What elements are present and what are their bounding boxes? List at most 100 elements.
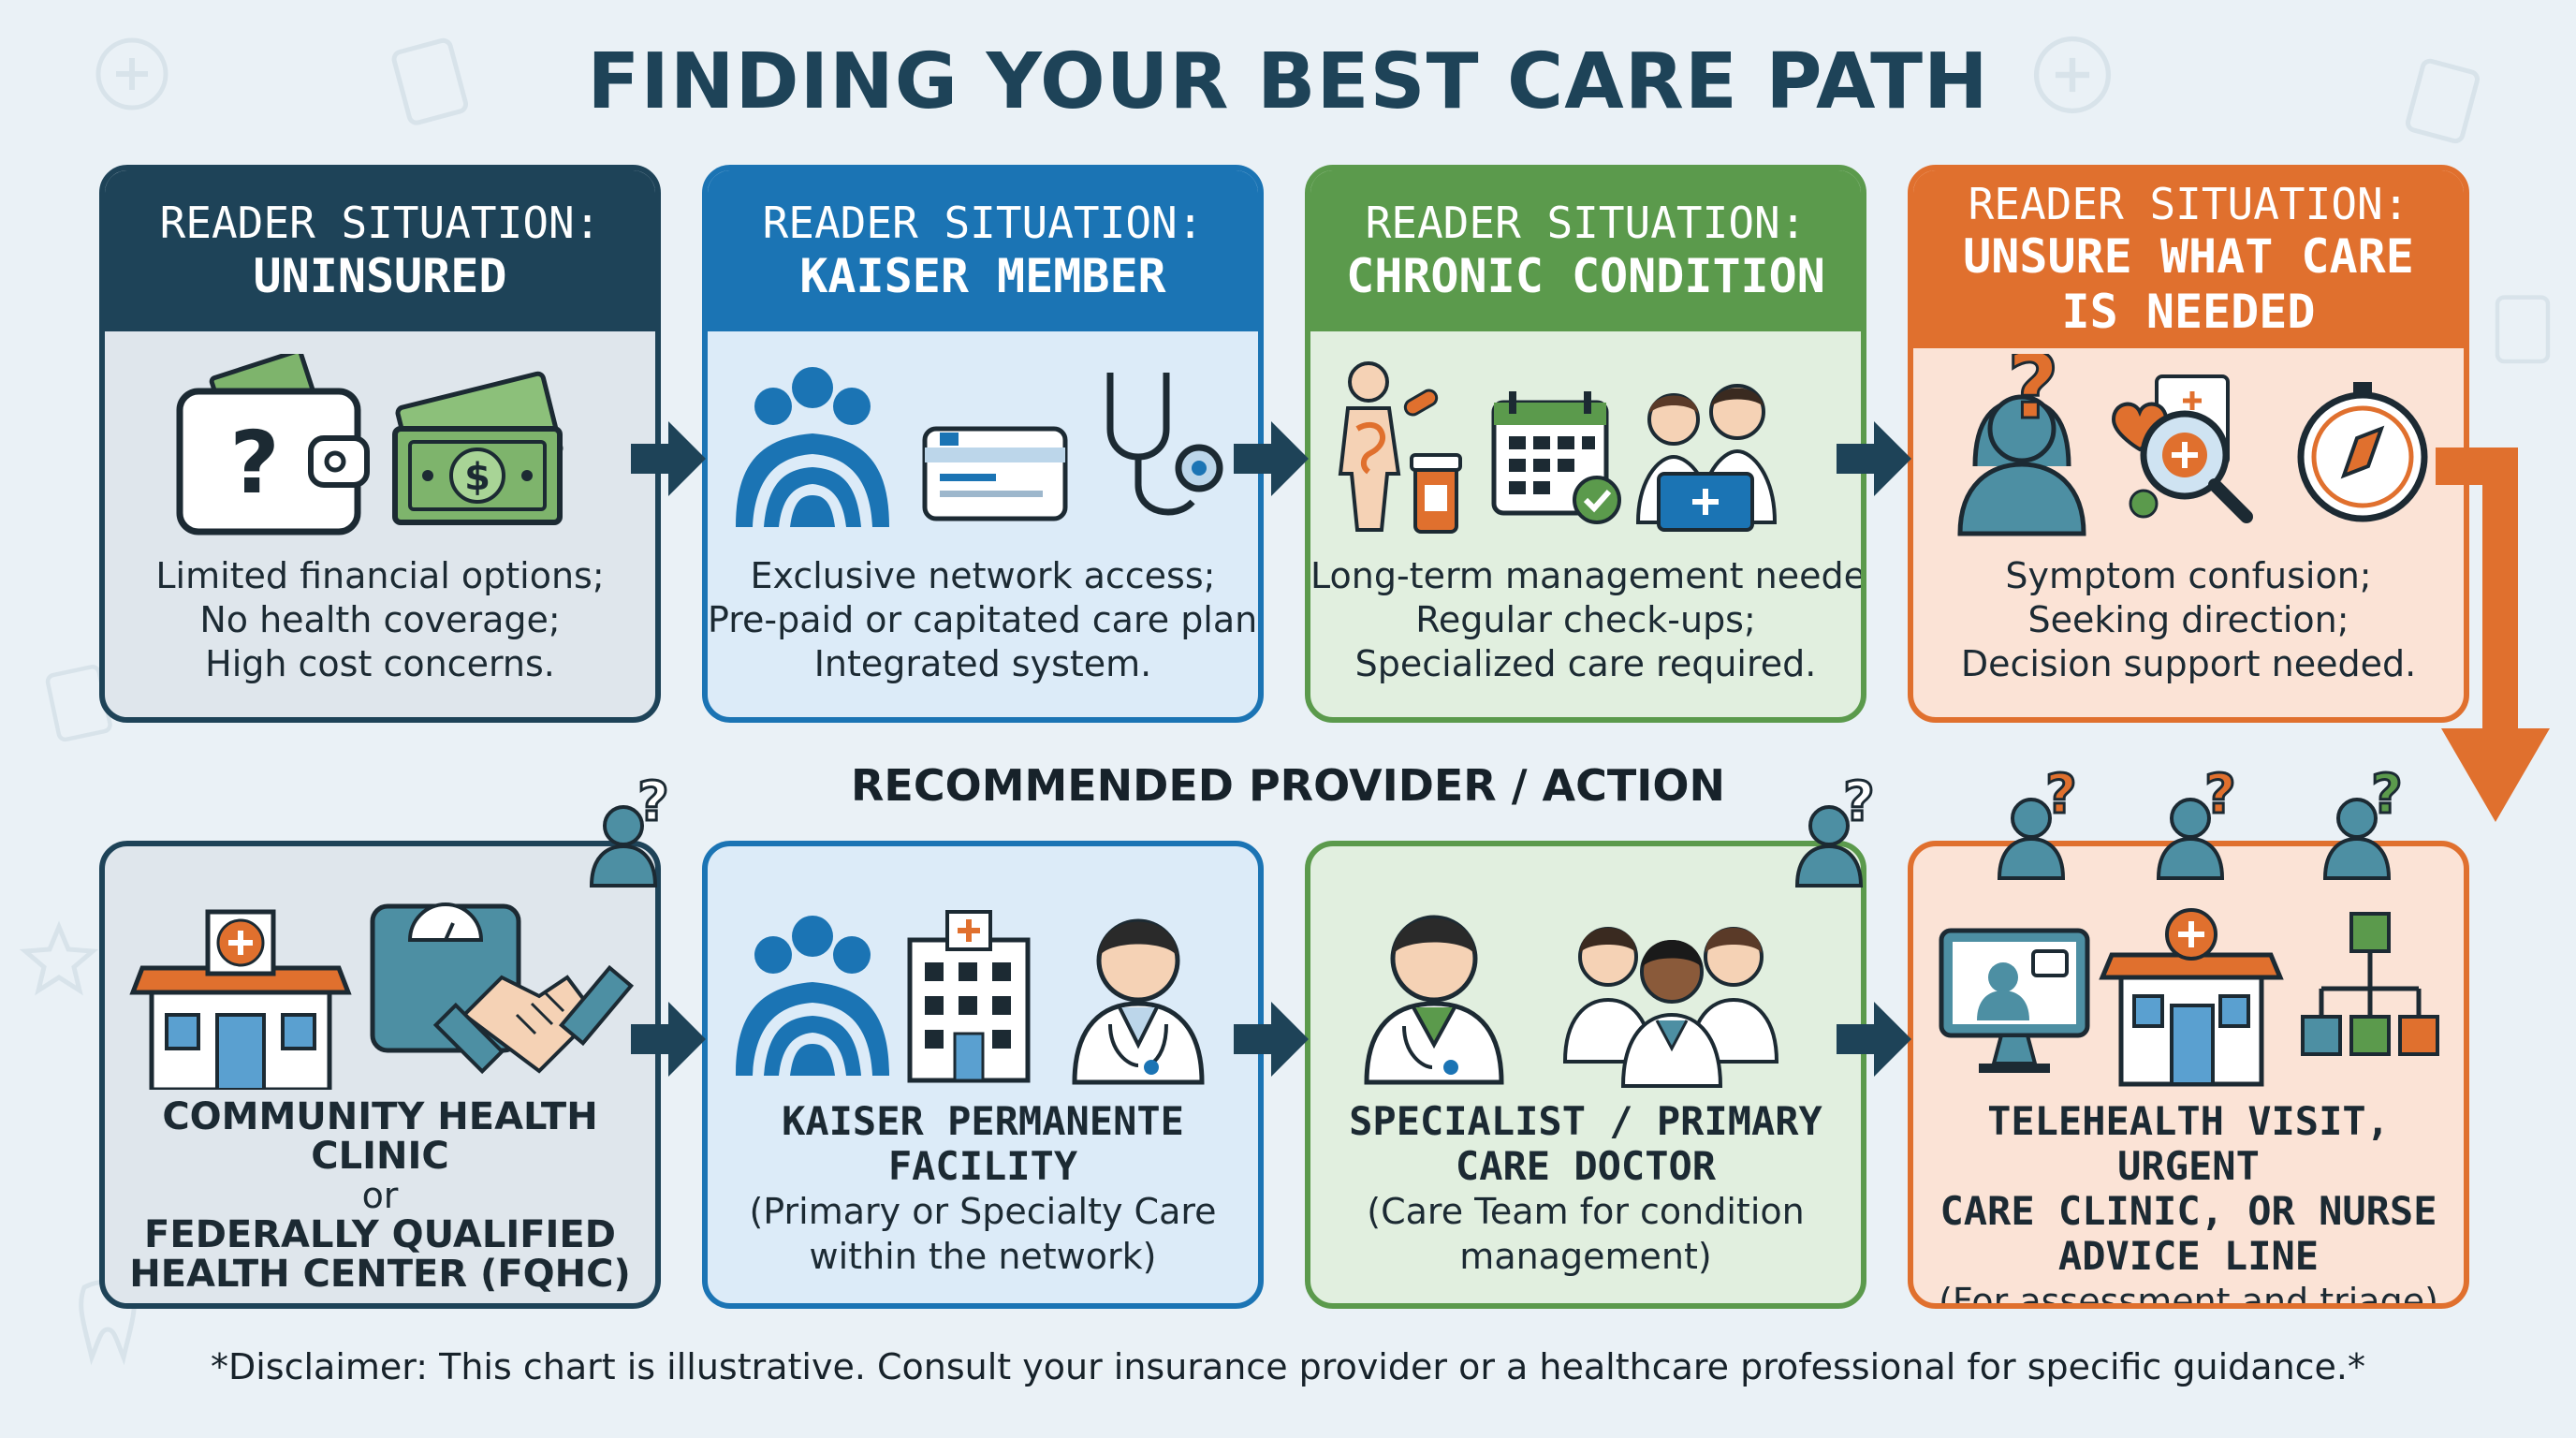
situation-prefix: READER SITUATION: (1365, 198, 1807, 249)
description-line: Long-term management needed; (1310, 555, 1866, 596)
question-person-icon: ? (2322, 761, 2404, 880)
hospital-building-icon (907, 910, 1031, 1083)
heart-magnify-icon (2111, 374, 2253, 523)
unsure-icons: ? (1957, 354, 2428, 536)
description-line: Seeking direction; (2027, 599, 2349, 640)
kaiser-logo-icon (736, 916, 889, 1076)
doctor-icon (1072, 918, 1205, 1085)
action-title: SPECIALIST / PRIMARY (1349, 1098, 1822, 1144)
question-person-icon: ? (1794, 769, 1876, 888)
action-subtitle: within the network) (809, 1236, 1157, 1277)
svg-text:?: ? (2007, 354, 2059, 439)
situation-name: KAISER MEMBER (799, 248, 1166, 303)
action-subtitle: management) (1459, 1236, 1712, 1277)
uninsured-icons: ? $ (176, 354, 564, 536)
disclaimer-text: *Disclaimer: This chart is illustrative.… (210, 1346, 2366, 1387)
wallet-question-icon: ? (176, 354, 370, 536)
kaiser-member-icons (736, 367, 1223, 527)
action-title: CARE CLINIC, OR NURSE (1939, 1188, 2437, 1234)
question-person-icon: ? (1957, 354, 2086, 536)
action-subtitle: (For assessment and triage) (1939, 1281, 2438, 1309)
situation-description: Limited financial options; No health cov… (105, 554, 655, 686)
svg-text:?: ? (2045, 762, 2077, 826)
action-card-community-clinic: COMMUNITY HEALTH CLINIC or FEDERALLY QUA… (99, 841, 661, 1309)
description-line: Limited financial options; (155, 555, 605, 596)
arrow-right-icon (1837, 421, 1911, 496)
situation-description: Symptom confusion; Seeking direction; De… (1913, 554, 2464, 686)
situation-description: Exclusive network access; Pre-paid or ca… (708, 554, 1258, 686)
action-title: FACILITY (887, 1143, 1078, 1189)
action-title: CARE DOCTOR (1455, 1143, 1717, 1189)
stethoscope-icon (1106, 373, 1223, 516)
cash-icon: $ (392, 371, 564, 525)
situation-name: UNSURE WHAT CARE (1963, 229, 2414, 285)
situation-name: IS NEEDED (2061, 285, 2316, 340)
triage-flowchart-icon (2301, 912, 2439, 1056)
arrow-right-icon (1234, 421, 1309, 496)
background-star-icon (19, 920, 99, 996)
kaiser-facility-icons (736, 910, 1205, 1085)
situation-description: Long-term management needed; Regular che… (1310, 554, 1861, 686)
description-line: Pre-paid or capitated care plans; (708, 599, 1264, 640)
situation-name: UNINSURED (253, 248, 507, 303)
specialist-icons (1364, 915, 1779, 1088)
background-notepad-icon (391, 37, 469, 125)
situation-card-uninsured: READER SITUATION: UNINSURED ? $ Limited … (99, 165, 661, 723)
situation-header: READER SITUATION: CHRONIC CONDITION (1310, 170, 1861, 331)
background-plus-icon (95, 37, 168, 110)
arrow-right-icon (1837, 1002, 1911, 1077)
situation-header: READER SITUATION: UNINSURED (105, 170, 655, 331)
kaiser-logo-icon (736, 367, 889, 527)
doctor-icon (1364, 915, 1504, 1085)
question-person-icon: ? (1997, 761, 2078, 880)
action-title: TELEHEALTH VISIT, URGENT (1987, 1098, 2390, 1189)
arrow-down-icon (2436, 448, 2550, 822)
action-title: KAISER PERMANENTE (782, 1098, 1184, 1144)
doctor-group-icon (1562, 927, 1779, 1088)
arrow-right-icon (631, 421, 706, 496)
situation-card-chronic-condition: READER SITUATION: CHRONIC CONDITION (1305, 165, 1866, 723)
situation-header: READER SITUATION: KAISER MEMBER (708, 170, 1258, 331)
description-line: Regular check-ups; (1415, 599, 1756, 640)
svg-text:$: $ (464, 456, 490, 499)
situation-prefix: READER SITUATION: (762, 198, 1204, 249)
situation-card-unsure: READER SITUATION: UNSURE WHAT CARE IS NE… (1908, 165, 2469, 723)
situation-card-kaiser-member: READER SITUATION: KAISER MEMBER (702, 165, 1264, 723)
situation-name: CHRONIC CONDITION (1346, 248, 1825, 303)
background-clipboard-icon (2405, 58, 2480, 144)
svg-text:?: ? (229, 413, 279, 513)
situation-prefix: READER SITUATION: (1968, 178, 2409, 229)
page-title: FINDING YOUR BEST CARE PATH (587, 37, 1989, 126)
clinic-building-icon (129, 909, 352, 1090)
description-line: High cost concerns. (205, 643, 555, 684)
calendar-check-icon (1491, 391, 1621, 524)
action-title: ADVICE LINE (2057, 1233, 2320, 1279)
action-subtitle: (Primary or Specialty Care (749, 1191, 1217, 1232)
situation-header: READER SITUATION: UNSURE WHAT CARE IS NE… (1913, 170, 2464, 348)
action-text: KAISER PERMANENTE FACILITY (Primary or S… (708, 1099, 1258, 1279)
action-title: COMMUNITY HEALTH CLINIC (162, 1095, 598, 1178)
telehealth-icons (1939, 908, 2439, 1087)
action-card-telehealth: TELEHEALTH VISIT, URGENT CARE CLINIC, OR… (1908, 841, 2469, 1309)
urgent-care-icon (2099, 908, 2284, 1087)
action-text: SPECIALIST / PRIMARY CARE DOCTOR (Care T… (1310, 1099, 1861, 1279)
arrow-right-icon (631, 1002, 706, 1077)
description-line: Exclusive network access; (750, 555, 1216, 596)
svg-text:?: ? (2371, 762, 2403, 826)
body-organs-icon (1338, 361, 1439, 532)
situation-prefix: READER SITUATION: (159, 198, 601, 249)
action-text: COMMUNITY HEALTH CLINIC or FEDERALLY QUA… (105, 1097, 655, 1294)
action-title: HEALTH CENTER (FQHC) (129, 1253, 631, 1296)
care-team-laptop-icon (1635, 384, 1778, 532)
pill-bottle-icon (1410, 453, 1462, 534)
svg-text:?: ? (2204, 762, 2236, 826)
description-line: No health coverage; (199, 599, 561, 640)
handshake-icon (432, 964, 635, 1075)
svg-text:?: ? (1843, 770, 1875, 833)
community-clinic-icons (129, 902, 635, 1090)
description-line: Symptom confusion; (2005, 555, 2372, 596)
svg-text:?: ? (637, 770, 669, 833)
chronic-condition-icons (1338, 361, 1778, 534)
action-card-specialist: SPECIALIST / PRIMARY CARE DOCTOR (Care T… (1305, 841, 1866, 1309)
